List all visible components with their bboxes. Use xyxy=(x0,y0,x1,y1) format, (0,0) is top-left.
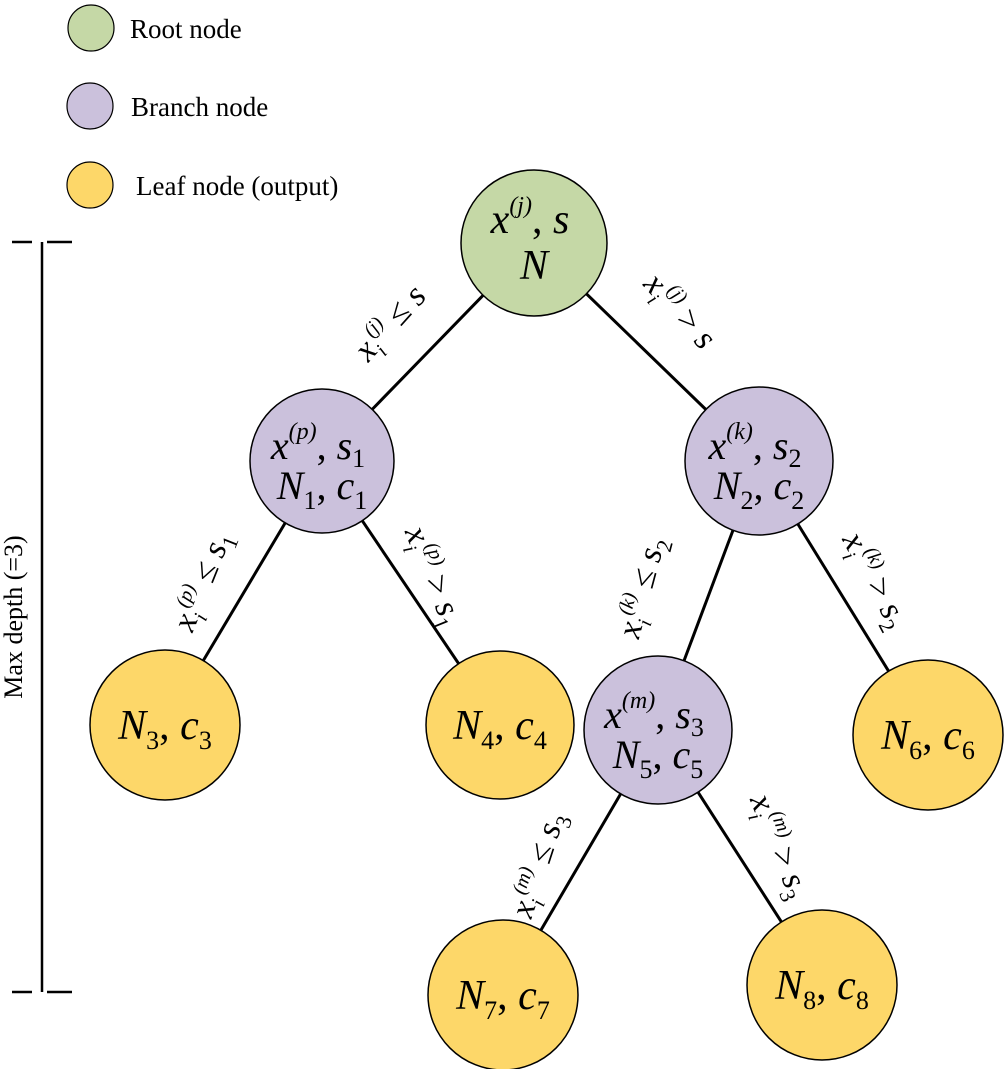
node-split-label: x(k), s2 xyxy=(708,419,802,473)
leaf-node-circle xyxy=(746,909,898,1061)
edge-condition-label: xi(k) ≤ s2 xyxy=(608,532,677,644)
node-count-label: N2, c2 xyxy=(713,463,804,515)
root-node-circle xyxy=(460,169,608,317)
edge-b5-l8 xyxy=(696,791,783,923)
node-l6-leaf: N6, c6 xyxy=(852,659,1004,811)
node-l8-leaf: N8, c8 xyxy=(746,909,898,1061)
legend-item-leaf: Leaf node (output) xyxy=(66,161,338,209)
edge-condition-label: xi(m) ≤ s3 xyxy=(501,807,577,925)
legend-swatch-branch xyxy=(66,82,114,130)
legend-label-root: Root node xyxy=(130,14,242,44)
node-split-label: x(j), s xyxy=(490,193,570,243)
node-count-label: N1, c1 xyxy=(276,463,367,515)
edge-condition-label: xi(k) > s2 xyxy=(830,524,918,637)
legend-swatch-root xyxy=(67,4,115,52)
node-count-label: N5, c5 xyxy=(612,732,703,784)
edge-b2-b5 xyxy=(682,529,735,662)
branch-node-circle xyxy=(684,386,834,536)
leaf-node-label: N8, c8 xyxy=(774,963,869,1015)
legend-swatch-leaf xyxy=(66,161,114,209)
branch-node-circle xyxy=(249,388,395,534)
branch-node-circle xyxy=(583,655,733,805)
node-root-root: x(j), sN xyxy=(460,169,608,317)
leaf-node-circle xyxy=(89,649,241,801)
edge-condition-label: xi(j) > s xyxy=(632,263,725,359)
edge-condition-label: xi(p) > s1 xyxy=(392,519,472,633)
edge-b1-l3 xyxy=(202,522,287,662)
edge-b2-l6 xyxy=(796,523,890,672)
leaf-node-label: N3, c3 xyxy=(117,703,212,755)
node-l4-leaf: N4, c4 xyxy=(425,650,575,800)
max-depth-label: Max depth (=3) xyxy=(0,535,28,698)
edge-root-b1 xyxy=(371,294,485,411)
edge-root-b2 xyxy=(585,292,707,411)
node-split-label: x(p), s1 xyxy=(270,419,365,473)
legend-label-leaf: Leaf node (output) xyxy=(136,171,338,201)
legend-item-branch: Branch node xyxy=(66,82,268,130)
leaf-node-circle xyxy=(852,659,1004,811)
edge-b5-l7 xyxy=(539,793,622,932)
legend: Root node Branch node Leaf node (output) xyxy=(66,4,338,209)
node-l3-leaf: N3, c3 xyxy=(89,649,241,801)
node-l7-leaf: N7, c7 xyxy=(427,919,579,1069)
edge-condition-label: xi(m) > s3 xyxy=(737,787,819,905)
leaf-node-circle xyxy=(425,650,575,800)
legend-item-root: Root node xyxy=(67,4,242,52)
edge-b1-l4 xyxy=(361,519,460,665)
leaf-node-circle xyxy=(427,919,579,1069)
legend-label-branch: Branch node xyxy=(131,92,268,122)
node-split-label: x(m), s3 xyxy=(603,688,704,742)
edges xyxy=(202,292,890,932)
leaf-node-label: N6, c6 xyxy=(880,713,975,765)
node-count-label: N xyxy=(519,243,550,289)
leaf-node-label: N7, c7 xyxy=(455,973,550,1025)
max-depth-bracket: Max depth (=3) xyxy=(0,240,72,994)
leaf-node-label: N4, c4 xyxy=(452,703,547,755)
edge-condition-label: xi(p) ≤ s1 xyxy=(163,525,243,639)
